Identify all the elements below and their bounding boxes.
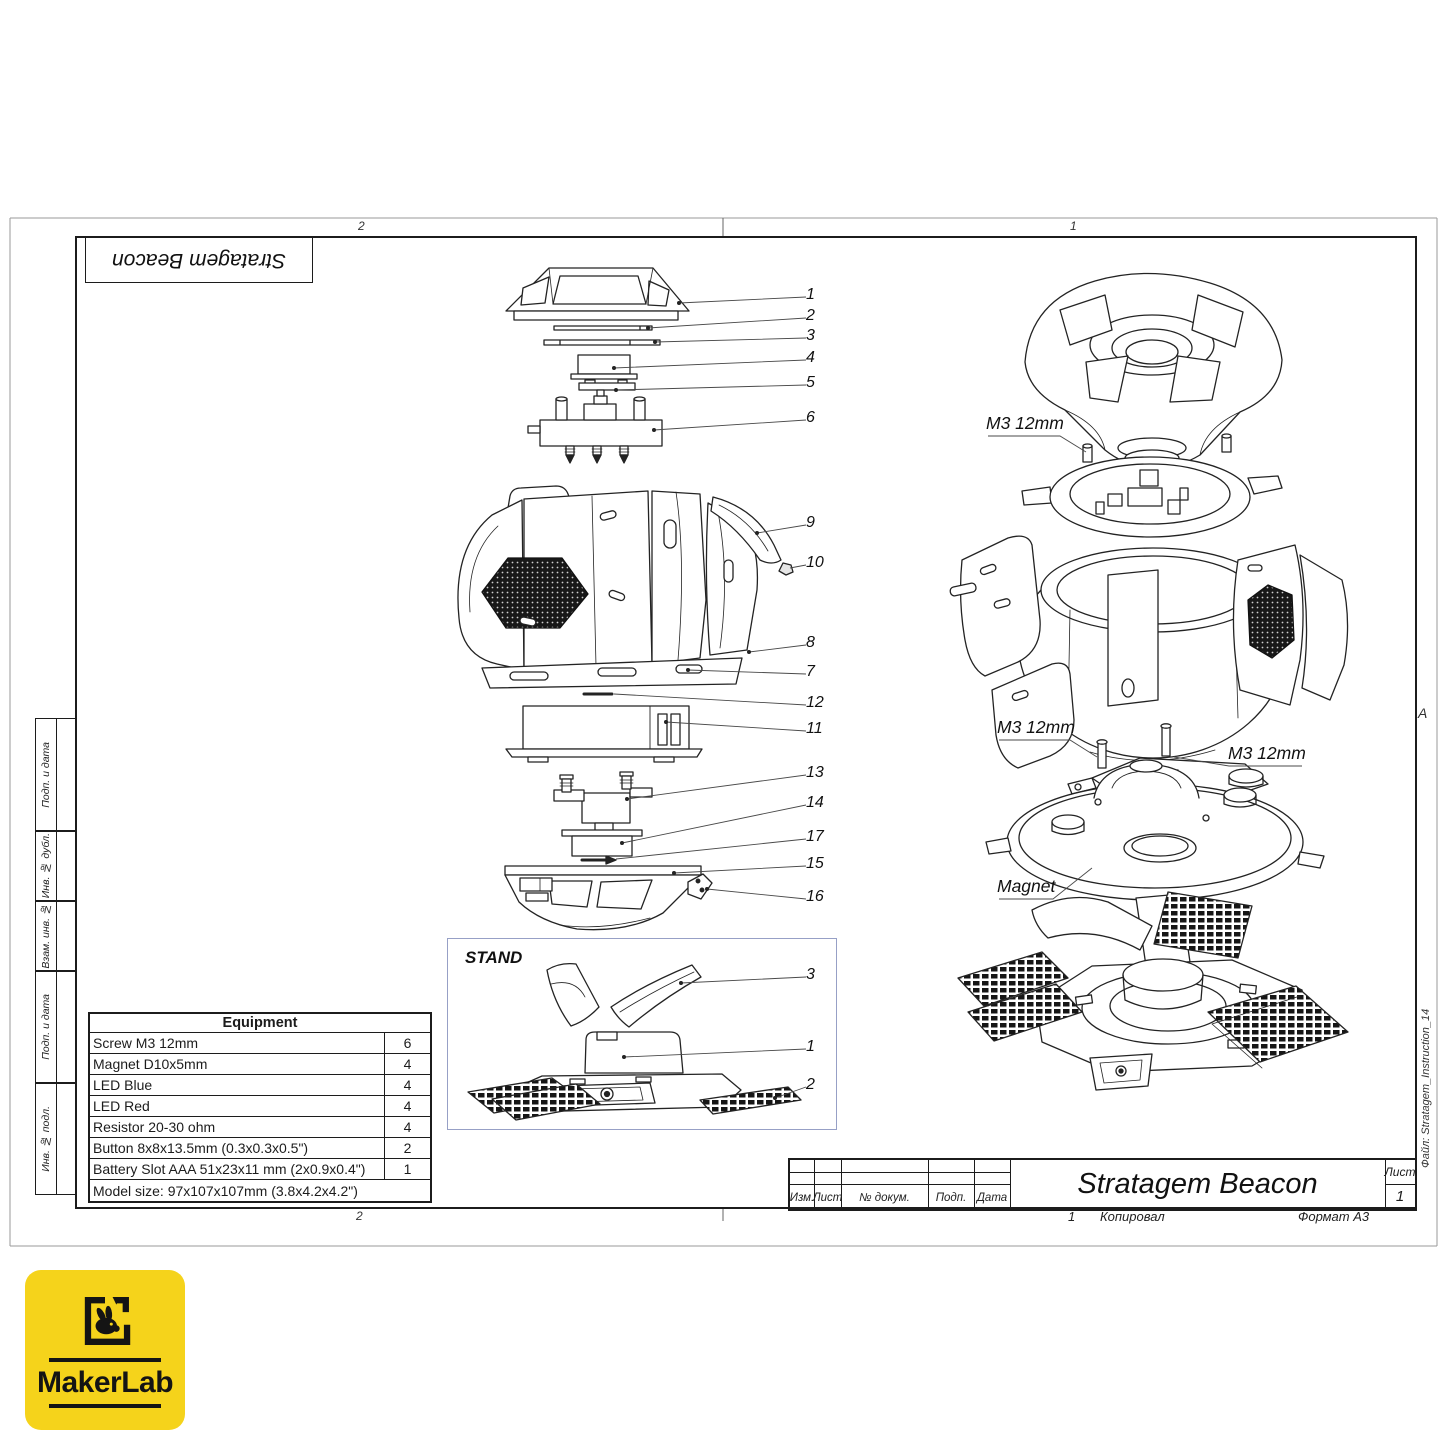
equipment-qty: 6 bbox=[384, 1033, 430, 1053]
part-callout: 1 bbox=[806, 286, 815, 303]
equipment-qty: 2 bbox=[384, 1138, 430, 1158]
equipment-qty: 4 bbox=[384, 1075, 430, 1095]
table-row: Screw M3 12mm 6 bbox=[90, 1033, 430, 1054]
makerlab-logo: MakerLab bbox=[25, 1270, 185, 1430]
title-block-line bbox=[1010, 1160, 1011, 1209]
equipment-qty: 4 bbox=[384, 1054, 430, 1074]
zone-number-top-left: 2 bbox=[358, 219, 365, 233]
part-callout: 16 bbox=[806, 888, 824, 905]
logo-divider-bottom bbox=[49, 1404, 161, 1408]
title-block-col-data: Дата bbox=[976, 1192, 1008, 1204]
stand-drawing bbox=[467, 962, 802, 1121]
left-stamp-cell: Инв. № дубл. bbox=[35, 831, 77, 901]
footer-format-label: Формат А3 bbox=[1298, 1209, 1370, 1224]
left-stamp-sub: Инв. № дубл. bbox=[36, 832, 57, 900]
equipment-qty: 4 bbox=[384, 1117, 430, 1137]
left-stamp-sub: Взам. инв. № bbox=[36, 902, 57, 970]
model-size-note: Model size: 97x107x107mm (3.8x4.2x4.2") bbox=[93, 1182, 358, 1199]
equipment-name: Screw M3 12mm bbox=[93, 1035, 199, 1051]
part-callout: 8 bbox=[806, 634, 815, 651]
sheet-number: 1 bbox=[1395, 1188, 1405, 1205]
left-stamp-sub: Подп. и дата bbox=[36, 719, 57, 830]
equipment-name: Resistor 20-30 ohm bbox=[93, 1119, 216, 1135]
part-callout: 9 bbox=[806, 514, 815, 531]
equipment-name: LED Red bbox=[93, 1098, 150, 1114]
screw-annotation: M3 12mm bbox=[1228, 743, 1306, 763]
left-stamp-cell: Подп. и дата bbox=[35, 718, 77, 831]
equipment-table: Equipment Screw M3 12mm 6 Magnet D10x5mm… bbox=[88, 1012, 432, 1203]
printer-rabbit-icon bbox=[84, 1297, 131, 1345]
drawing-title: Stratagem Beacon bbox=[1077, 1168, 1318, 1200]
left-stamp-cell: Взам. инв. № bbox=[35, 901, 77, 971]
left-stamp-sub: Подп. и дата bbox=[36, 972, 57, 1082]
part-callout: 6 bbox=[806, 409, 815, 426]
part-callout: 5 bbox=[806, 374, 815, 391]
logo-wordmark: MakerLab bbox=[36, 1366, 174, 1399]
left-stamp-cell: Инв. № подл. bbox=[35, 1083, 77, 1195]
part-callout: 17 bbox=[806, 828, 824, 845]
title-block-line bbox=[790, 1184, 1010, 1185]
part-callout: 11 bbox=[806, 720, 823, 737]
table-row: LED Blue 4 bbox=[90, 1075, 430, 1096]
equipment-name: Button 8x8x13.5mm (0.3x0.3x0.5") bbox=[93, 1140, 309, 1156]
exploded-view-drawing bbox=[457, 267, 794, 931]
title-block-col-izm: Изм. bbox=[789, 1192, 815, 1204]
sheet-label: Лист bbox=[1384, 1165, 1416, 1179]
part-callout: 1 bbox=[806, 1038, 815, 1055]
part-callout: 3 bbox=[806, 327, 815, 344]
table-row: LED Red 4 bbox=[90, 1096, 430, 1117]
equipment-table-header: Equipment bbox=[90, 1014, 430, 1033]
title-block-col-dokum: № докум. bbox=[859, 1192, 910, 1204]
magnet-annotation: Magnet bbox=[997, 876, 1056, 896]
logo-divider-top bbox=[49, 1358, 161, 1362]
part-callout: 7 bbox=[806, 663, 815, 680]
equipment-name: Battery Slot AAA 51x23x11 mm (2x0.9x0.4"… bbox=[93, 1161, 366, 1177]
part-callout: 2 bbox=[806, 1076, 815, 1093]
zone-number-bottom-left: 2 bbox=[356, 1209, 363, 1223]
left-stamp-label: Подп. и дата bbox=[40, 741, 52, 808]
left-stamp-sub: Инв. № подл. bbox=[36, 1084, 57, 1194]
table-row: Battery Slot AAA 51x23x11 mm (2x0.9x0.4"… bbox=[90, 1159, 430, 1180]
left-stamp-label: Взам. инв. № bbox=[40, 903, 52, 969]
title-block: Изм. Лист № докум. Подп. Дата Stratagem … bbox=[788, 1158, 1417, 1211]
table-row: Button 8x8x13.5mm (0.3x0.3x0.5") 2 bbox=[90, 1138, 430, 1159]
table-row: Magnet D10x5mm 4 bbox=[90, 1054, 430, 1075]
footer-zone-number: 1 bbox=[1068, 1209, 1076, 1224]
zone-number-top-right: 1 bbox=[1070, 219, 1077, 233]
part-callout: 3 bbox=[806, 966, 815, 983]
callout-leader-lines bbox=[612, 296, 1302, 1100]
stand-section-box bbox=[447, 938, 837, 1130]
table-row: Resistor 20-30 ohm 4 bbox=[90, 1117, 430, 1138]
file-name-label: Файл: Stratagem_Instruction_14 bbox=[1420, 1008, 1432, 1168]
title-block-col-list: Лист bbox=[812, 1192, 843, 1204]
zone-letter-a: A bbox=[1418, 705, 1428, 721]
footer-copied-label: Копировал bbox=[1100, 1209, 1165, 1224]
equipment-qty: 4 bbox=[384, 1096, 430, 1116]
stand-section-label: STAND bbox=[465, 948, 523, 967]
title-block-line bbox=[790, 1172, 1010, 1173]
title-block-line bbox=[1385, 1184, 1415, 1185]
left-stamp-label: Инв. № подл. bbox=[40, 1106, 52, 1172]
left-stamp-label: Подп. и дата bbox=[40, 994, 52, 1060]
part-callout: 12 bbox=[806, 694, 824, 711]
assembly-view-drawing bbox=[949, 272, 1349, 1091]
rotated-title-stamp: Stratagem Beacon bbox=[85, 237, 313, 283]
equipment-qty: 1 bbox=[384, 1159, 430, 1179]
part-callout: 15 bbox=[806, 855, 824, 872]
part-callout: 13 bbox=[806, 764, 824, 781]
left-stamp-cell: Подп. и дата bbox=[35, 971, 77, 1083]
title-block-col-podp: Подп. bbox=[935, 1192, 967, 1204]
part-callout: 10 bbox=[806, 554, 824, 571]
screw-annotation: M3 12mm bbox=[986, 413, 1064, 433]
equipment-name: LED Blue bbox=[93, 1077, 153, 1093]
equipment-name: Magnet D10x5mm bbox=[93, 1056, 208, 1072]
part-callout: 4 bbox=[806, 349, 815, 366]
screw-annotation: M3 12mm bbox=[997, 717, 1075, 737]
left-stamp-label: Инв. № дубл. bbox=[40, 833, 52, 899]
part-callout: 14 bbox=[806, 794, 824, 811]
part-callout: 2 bbox=[806, 307, 815, 324]
rotated-title-text: Stratagem Beacon bbox=[112, 249, 286, 272]
